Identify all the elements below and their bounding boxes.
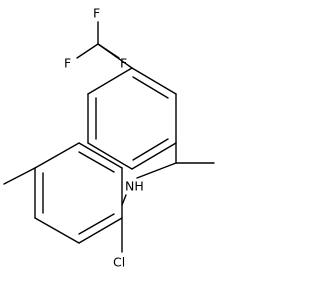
ring2-bond-6 xyxy=(78,142,123,169)
ring2-bond-5 xyxy=(34,142,80,169)
atom-label-nh: NH xyxy=(125,179,144,194)
bond-ch-to-n xyxy=(136,162,177,179)
chemical-structure-diagram: F F F NH Cl xyxy=(3,6,215,270)
ring1-bond-3 xyxy=(131,142,177,170)
ring1-bond-4 xyxy=(87,142,133,170)
ring2-double-bond-a xyxy=(78,151,115,173)
bond-cf3-to-ring xyxy=(97,43,133,69)
ring1-double-bond-b xyxy=(132,138,169,161)
bond-ring2-to-methyl xyxy=(3,167,36,185)
ring1-double-bond-a xyxy=(132,76,169,99)
atom-label-f-left: F xyxy=(64,56,71,71)
ring1-bond-6 xyxy=(87,67,133,95)
atom-label-cl: Cl xyxy=(113,255,125,270)
ring1-bond-1 xyxy=(131,67,177,95)
atom-label-f-top: F xyxy=(93,6,100,21)
ring2-double-bond-b xyxy=(78,213,115,235)
ring2-bond-3 xyxy=(34,217,80,244)
bond-c-f-left xyxy=(76,43,99,59)
atom-label-f-right: F xyxy=(120,56,127,71)
ring2-bond-2 xyxy=(78,217,123,244)
